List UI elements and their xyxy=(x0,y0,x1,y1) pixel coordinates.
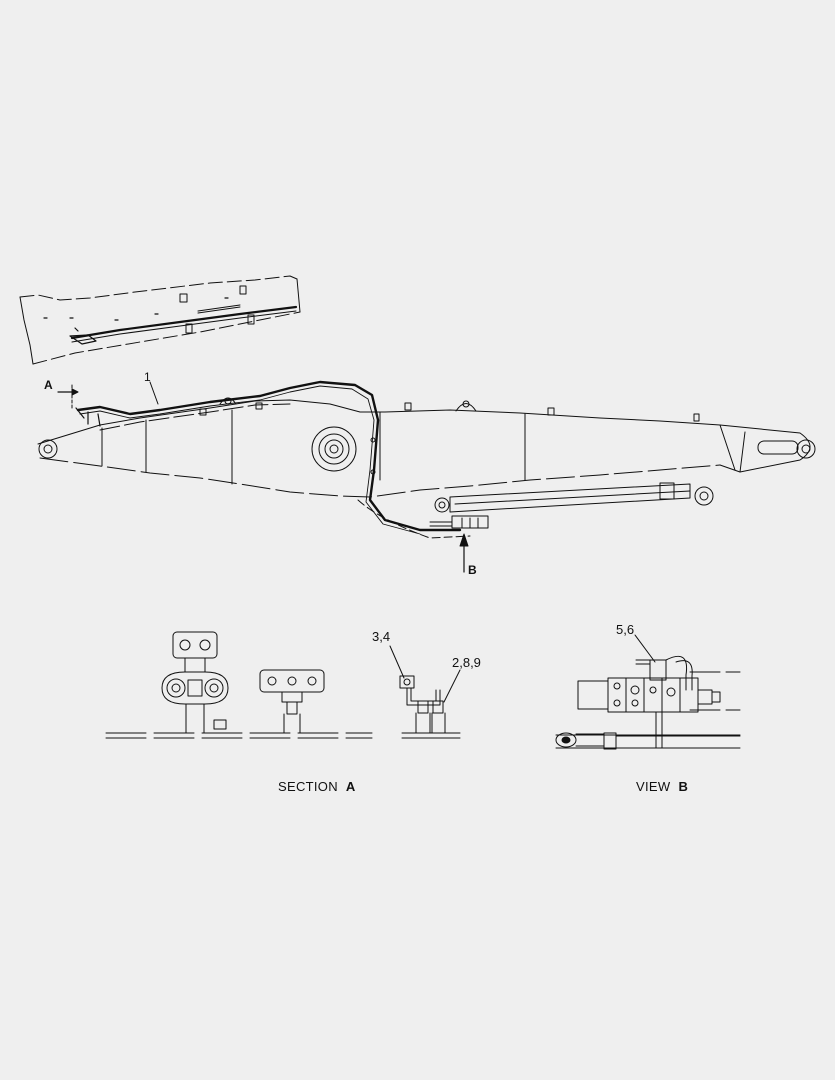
view-b-caption: VIEW B xyxy=(636,779,688,794)
callout-3-4: 3,4 xyxy=(372,629,390,644)
section-a-caption: SECTION A xyxy=(278,779,356,794)
section-a-marker: A xyxy=(44,378,53,392)
view-caption-letter: B xyxy=(678,779,689,794)
section-caption-word: SECTION xyxy=(278,779,338,794)
view-b-detail xyxy=(555,634,741,750)
inset-detail xyxy=(19,275,301,365)
section-a-detail xyxy=(105,631,461,739)
callout-5-6: 5,6 xyxy=(616,622,634,637)
view-caption-word: VIEW xyxy=(636,779,671,794)
item-1-label: 1 xyxy=(144,370,151,384)
boom xyxy=(37,380,816,573)
view-b-marker: B xyxy=(468,563,477,577)
callout-2-8-9: 2,8,9 xyxy=(452,655,481,670)
section-caption-letter: A xyxy=(345,779,356,794)
